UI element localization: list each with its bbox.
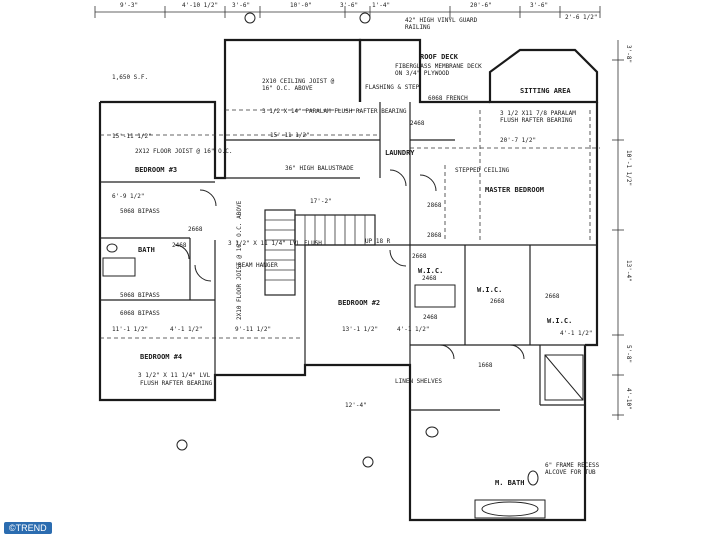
room-dim-3: 17'-2" bbox=[310, 198, 332, 205]
door-tag: 2868 bbox=[427, 202, 442, 209]
note-stairs-up: UP 18 R bbox=[365, 238, 391, 245]
note-bypass-1: 5068 BIPASS bbox=[120, 208, 160, 215]
dim-top-8: 2'-6 1/2" bbox=[565, 14, 598, 21]
room-label-sitting: SITTING AREA bbox=[520, 87, 571, 95]
note-bypass-3: 6068 BIPASS bbox=[120, 310, 160, 317]
note-roof-deck-detail: FIBERGLASS MEMBRANE DECK ON 3/4" PLYWOOD bbox=[395, 63, 482, 77]
room-label-wic-3: W.I.C. bbox=[547, 317, 573, 325]
dim-right-0: 3'-8" bbox=[625, 45, 632, 64]
note-alcove: 6" FRAME RECESS ALCOVE FOR TUB bbox=[545, 462, 600, 476]
room-dim-4: 13'-1 1/2" bbox=[342, 326, 379, 333]
door-tag: 2668 bbox=[545, 293, 560, 300]
dim-top-0: 9'-3" bbox=[120, 2, 139, 9]
room-dim-7: 15'-11 1/2" bbox=[112, 133, 152, 140]
room-dim-2: 20'-7 1/2" bbox=[500, 137, 537, 144]
stairs bbox=[264, 209, 376, 296]
room-dim-10: 4'-1 1/2" bbox=[560, 330, 593, 337]
room-label-master: MASTER BEDROOM bbox=[485, 186, 545, 194]
note-vinyl-railing: 42" HIGH VINYL GUARD RAILING bbox=[405, 17, 478, 31]
dim-right-3: 5'-8" bbox=[625, 345, 632, 364]
note-floor-joist: 2X12 FLOOR JOIST @ 16" O.C. bbox=[135, 148, 233, 155]
room-label-master-bath: M. BATH bbox=[495, 479, 525, 487]
dim-top-6: 20'-6" bbox=[470, 2, 492, 9]
door-tag: 2668 bbox=[412, 253, 427, 260]
room-label-wic-1: W.I.C. bbox=[418, 267, 444, 275]
room-dim-6: 12'-4" bbox=[345, 402, 367, 409]
note-flashing: FLASHING & STEP bbox=[365, 84, 420, 91]
dim-right-1: 10'-1 1/2" bbox=[625, 150, 632, 187]
beam-lines bbox=[100, 109, 600, 339]
dim-top-7: 3'-6" bbox=[530, 2, 549, 9]
room-label-laundry: LAUNDRY bbox=[385, 149, 415, 157]
room-dim-1: 15'-11 1/2" bbox=[270, 132, 310, 139]
dim-top-2: 3'-6" bbox=[232, 2, 251, 9]
note-lvl-1: 3 1/2" X 11 1/4" LVL FLUSH bbox=[228, 240, 322, 247]
dim-top-5: 1'-4" bbox=[372, 2, 391, 9]
note-floor-joist-2: 2X10 FLOOR JOIST @ 16" O.C. ABOVE bbox=[236, 200, 243, 320]
room-dim-5: 9'-11 1/2" bbox=[235, 326, 272, 333]
door-tag: 2868 bbox=[427, 232, 442, 239]
door-tag: 2468 bbox=[410, 120, 425, 127]
door-tag: 2668 bbox=[188, 226, 203, 233]
note-linen: LINEN SHELVES bbox=[395, 378, 442, 385]
room-dim-11: 6'-9 1/2" bbox=[112, 193, 145, 200]
note-balustrade: 36" HIGH BALUSTRADE bbox=[285, 165, 354, 172]
room-label-bedroom-4: BEDROOM #4 bbox=[140, 353, 183, 361]
note-square-footage: 1,650 S.F. bbox=[112, 74, 149, 81]
dim-right-4: 4'-10" bbox=[625, 388, 632, 410]
door-tag: 2668 bbox=[490, 298, 505, 305]
top-dimension-line bbox=[94, 6, 601, 18]
dim-right-2: 13'-4" bbox=[625, 260, 632, 282]
room-label-bedroom-2: BEDROOM #2 bbox=[338, 299, 381, 307]
right-dimension-line bbox=[612, 40, 624, 420]
section-markers bbox=[176, 12, 374, 468]
note-lvl-2: 3 1/2" X 11 1/4" LVL bbox=[138, 372, 211, 379]
dim-top-4: 3'-6" bbox=[340, 2, 359, 9]
note-flush-rafter: FLUSH RAFTER BEARING bbox=[140, 380, 213, 387]
note-parallam-2: 3 1/2 X11 7/8 PARALAM FLUSH RAFTER BEARI… bbox=[500, 110, 576, 124]
note-bypass-2: 5068 BIPASS bbox=[120, 292, 160, 299]
note-stepped-ceiling: STEPPED CEILING bbox=[455, 167, 510, 174]
trend-watermark: ©TREND bbox=[4, 522, 52, 534]
door-tag: 2468 bbox=[422, 275, 437, 282]
door-tag: 2468 bbox=[423, 314, 438, 321]
room-label-bath: BATH bbox=[138, 246, 155, 254]
room-label-bedroom-3: BEDROOM #3 bbox=[135, 166, 178, 174]
dim-top-3: 10'-0" bbox=[290, 2, 312, 9]
room-label-wic-2: W.I.C. bbox=[477, 286, 503, 294]
room-label-roof-deck: ROOF DECK bbox=[420, 53, 458, 61]
note-parallam-1: 3 1/2 X 14" PARALAM FLUSH RAFTER BEARING bbox=[262, 108, 407, 115]
note-beam-hanger: BEAM HANGER bbox=[238, 262, 278, 269]
room-dim-12: 11'-1 1/2" bbox=[112, 326, 149, 333]
room-dim-8: 4'-1 1/2" bbox=[170, 326, 203, 333]
door-tag: 1668 bbox=[478, 362, 493, 369]
dim-top-1: 4'-10 1/2" bbox=[182, 2, 219, 9]
door-tag: 2468 bbox=[172, 242, 187, 249]
door-swings bbox=[174, 169, 525, 360]
note-ceiling-joist: 2X10 CEILING JOIST @ 16" O.C. ABOVE bbox=[262, 78, 335, 92]
fixtures bbox=[102, 243, 584, 519]
note-french-door: 6068 FRENCH bbox=[428, 95, 468, 102]
room-dim-9: 4'-1 1/2" bbox=[397, 326, 430, 333]
